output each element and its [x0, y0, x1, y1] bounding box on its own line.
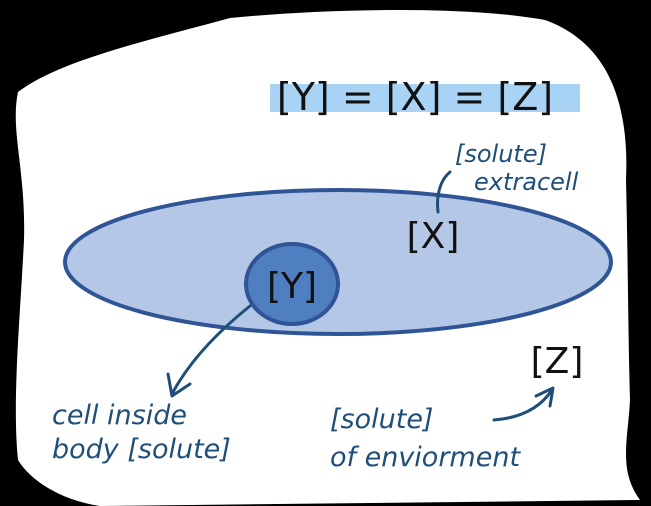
cell-arrow-line — [170, 304, 252, 396]
annotation-cell-line2: body [solute] — [52, 434, 231, 465]
label-z: [Z] — [531, 341, 584, 382]
body-ellipse — [63, 188, 613, 336]
label-y: [Y] — [267, 266, 317, 307]
env-arrow-head — [534, 386, 555, 408]
annotation-extracell-line1: [solute] — [455, 140, 547, 168]
env-arrow-line — [492, 388, 554, 422]
cell-circle — [244, 242, 340, 326]
label-x: [X] — [407, 216, 460, 257]
annotation-env-line1: [solute] — [330, 404, 433, 435]
annotation-env-line2: of enviorment — [330, 442, 521, 473]
equation-text: [Y] = [X] = [Z] — [277, 75, 553, 119]
annotation-extracell-line2: extracell — [474, 168, 579, 196]
cell-arrow-head — [166, 372, 192, 398]
annotation-cell-line1: cell inside — [52, 400, 187, 431]
extracell-pointer-line — [436, 170, 452, 214]
equation-highlight — [270, 84, 580, 112]
